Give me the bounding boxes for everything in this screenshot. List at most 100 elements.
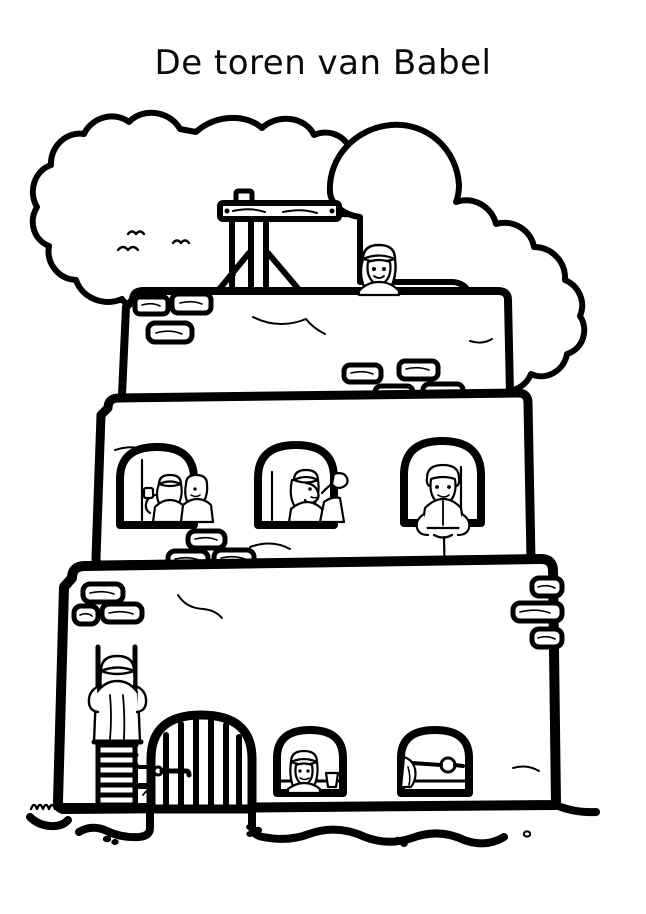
brick-grain (155, 330, 183, 335)
brick (510, 600, 565, 624)
ground-line-center (248, 805, 508, 848)
tier-top-group (118, 287, 514, 407)
climber-cloak (92, 679, 142, 744)
brick (80, 581, 126, 605)
tier-bottom-brick-grain-right (519, 584, 556, 640)
worker-lower-window-1-icon (286, 749, 340, 795)
crane-beam-grain-1 (232, 208, 266, 213)
tier-bottom-brick-grain-left (79, 590, 134, 617)
worker-arm-right (456, 512, 471, 537)
brick-grain (220, 555, 246, 560)
hoist-bar-right (453, 763, 465, 768)
basket (324, 771, 340, 789)
worker-eye (308, 487, 312, 491)
worker-top-icon (357, 243, 401, 297)
brick (169, 291, 214, 316)
worker-top-face (366, 258, 392, 286)
worker-window-3-icon (415, 463, 471, 539)
hoist-ring (439, 756, 457, 774)
worker-top-eye-right (381, 266, 386, 271)
worker-window-2a-icon (287, 468, 326, 524)
worker-mouth (437, 494, 450, 498)
climber-on-ladder-icon (87, 654, 148, 761)
bird-2-icon (116, 245, 140, 252)
worker-face (294, 762, 314, 786)
ground-line-left (26, 813, 72, 831)
crane-beam-grain-2 (282, 209, 318, 214)
construction-crane-icon (209, 188, 342, 301)
climber-arm-left (87, 685, 100, 714)
pebble (253, 826, 263, 834)
brick-grain (79, 612, 93, 617)
worker-head-band (292, 475, 320, 484)
brick-grain (141, 302, 161, 307)
tower-of-babel-illustration (0, 95, 646, 885)
ladder-rungs (95, 742, 139, 808)
climber-legs (97, 743, 136, 761)
ground-line-right (552, 801, 600, 817)
worker-cup (142, 486, 155, 500)
worker-body (318, 496, 346, 524)
pebble (246, 831, 254, 837)
tier-top-brick-grain-left (141, 300, 203, 335)
lower-window-arch-2 (397, 726, 473, 797)
brick-grain (405, 366, 430, 371)
worker-cloak-fold (407, 766, 411, 786)
brick-grain (537, 584, 556, 589)
brick-grain (350, 370, 374, 375)
crane-beam (217, 200, 342, 222)
climber-cloak-fold-2 (122, 694, 126, 740)
tier-bottom-bricks-left (71, 581, 145, 627)
hoisted-load-icon (410, 756, 465, 774)
ground-group (26, 801, 600, 848)
tier-top-crack-2 (469, 338, 493, 344)
main-gate-icon[interactable] (146, 710, 257, 814)
tier-bottom-bricks-right (510, 575, 565, 650)
worker-arm-left (415, 512, 430, 537)
worker-eye-right (447, 485, 451, 489)
brick (71, 603, 101, 627)
ground-line-main (54, 803, 154, 842)
brick (396, 358, 441, 382)
page-title: De toren van Babel (154, 43, 492, 83)
brick-grain (519, 609, 551, 614)
crane-bolt-left (224, 208, 230, 214)
tier-top-crack-1 (252, 316, 326, 335)
brick-grain (179, 300, 203, 305)
tier-bottom-crack-1 (177, 594, 223, 619)
worker-window-1b-icon (179, 473, 215, 524)
tier-top-bricks-left (132, 291, 214, 345)
climber-cloak-fold-1 (109, 694, 112, 740)
brick (185, 528, 228, 551)
brick-grain (89, 590, 115, 595)
worker-top-eye-left (371, 266, 376, 271)
worker-shoulders (286, 781, 322, 795)
gate-handle-bar[interactable] (159, 768, 192, 778)
brick-grain (537, 635, 556, 640)
bird-3-icon (171, 239, 191, 245)
hoist-bar (410, 761, 443, 767)
artwork-svg (26, 109, 600, 848)
worker-mouth (299, 777, 310, 781)
worker-mouth (310, 495, 320, 499)
worker-eye-left (298, 769, 302, 773)
climber-arm-right (135, 685, 148, 714)
worker-body (179, 497, 215, 524)
pebble (393, 836, 403, 844)
brick-grain (194, 536, 218, 541)
worker-eye (193, 487, 197, 491)
tier-middle-crack-2 (249, 542, 291, 550)
worker-window-2b-icon (318, 472, 349, 524)
tier-bottom-group (53, 554, 565, 814)
pebble (400, 841, 408, 848)
tier-middle-group (91, 388, 536, 571)
worker-window-1a-icon (142, 473, 189, 524)
pebble (522, 830, 532, 838)
pebble (111, 839, 119, 846)
worker-head-band (157, 480, 183, 488)
pebble (102, 835, 112, 843)
worker-top-shoulders (357, 280, 401, 297)
brick-grain (108, 610, 134, 615)
worker-top-mouth (373, 275, 385, 279)
